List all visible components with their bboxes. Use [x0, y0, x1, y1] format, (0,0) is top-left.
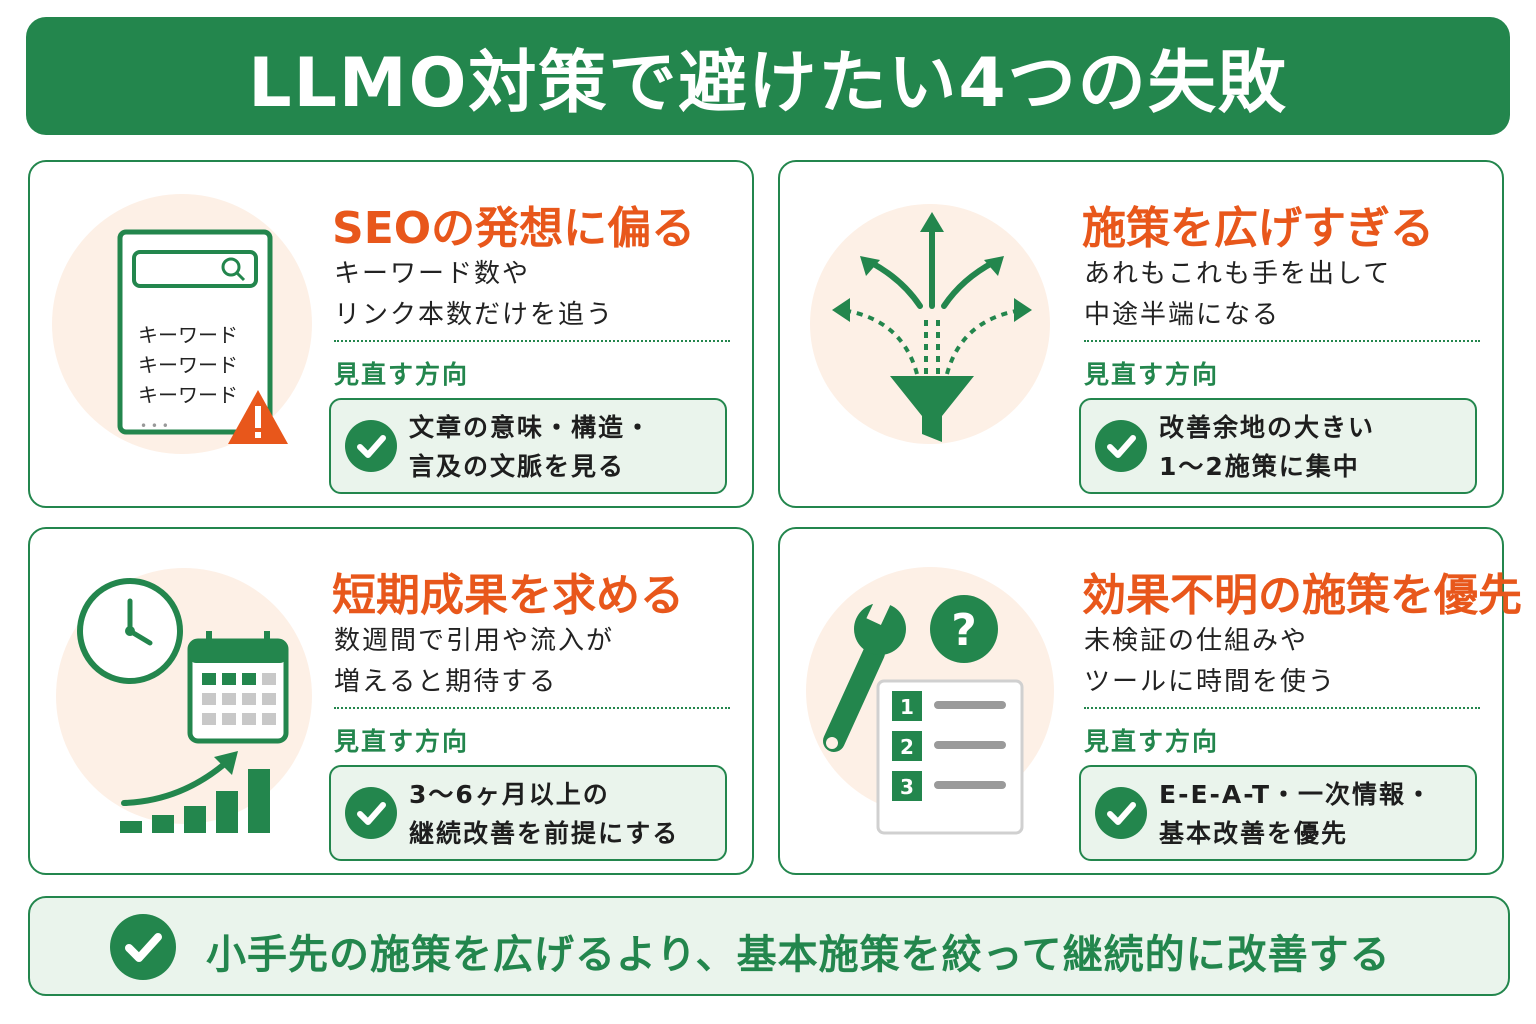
clock-calendar-growth-chart-icon — [56, 568, 312, 833]
review-label: 見直す方向 — [334, 727, 470, 756]
card-title: 短期成果を求める — [332, 570, 684, 621]
solution-text: 3〜6ヶ月以上の 継続改善を前提にする — [409, 780, 680, 848]
calendar-icon — [187, 631, 289, 744]
divider — [334, 707, 730, 709]
clock-icon — [77, 578, 183, 684]
keyword-item: キーワード — [138, 323, 238, 347]
check-icon — [110, 914, 176, 980]
solution-text: 文章の意味・構造・ 言及の文脈を見る — [409, 413, 653, 481]
card-description: キーワード数や リンク本数だけを追う — [334, 259, 615, 330]
checklist-icon: 1 2 3 — [876, 679, 1024, 835]
warning-icon — [228, 390, 288, 444]
svg-text:2: 2 — [900, 735, 914, 759]
card-description: あれもこれも手を出して 中途半端になる — [1084, 259, 1392, 330]
solution-box: 改善余地の大きい 1〜2施策に集中 — [1079, 398, 1477, 494]
solution-box: 文章の意味・構造・ 言及の文脈を見る — [329, 398, 727, 494]
wrench-icon — [823, 591, 906, 752]
card-title: 施策を広げすぎる — [1082, 203, 1434, 254]
solution-box: 3〜6ヶ月以上の 継続改善を前提にする — [329, 765, 727, 861]
failure-card-seo: キーワード キーワード キーワード • • • SEOの発想に偏る キーワード数… — [28, 160, 754, 508]
divider — [1084, 340, 1480, 342]
failure-card-unproven: ? 1 2 3 効果不明の施策を優先 未検証の仕組みや ツールに時間を使う 見直… — [778, 527, 1522, 875]
wrench-question-checklist-icon: ? 1 2 3 — [806, 567, 1054, 835]
solution-box: E-E-A-T・一次情報・ 基本改善を優先 — [1079, 765, 1477, 861]
check-icon — [345, 787, 397, 839]
review-label: 見直す方向 — [1084, 727, 1220, 756]
title-banner: LLMO対策で避けたい4つの失敗 — [26, 17, 1510, 135]
card-description: 未検証の仕組みや ツールに時間を使う — [1084, 626, 1337, 697]
page-title: LLMO対策で避けたい4つの失敗 — [248, 43, 1288, 123]
summary-banner: 小手先の施策を広げるより、基本施策を絞って継続的に改善する — [28, 896, 1510, 996]
failure-card-spread: 施策を広げすぎる あれもこれも手を出して 中途半端になる 見直す方向 改善余地の… — [778, 160, 1504, 508]
keyword-item: キーワード — [138, 353, 238, 377]
check-icon — [1095, 787, 1147, 839]
svg-text:3: 3 — [900, 775, 914, 799]
failure-card-short-term: 短期成果を求める 数週間で引用や流入が 増えると期待する 見直す方向 3〜6ヶ月… — [28, 527, 754, 875]
card-description: 数週間で引用や流入が 増えると期待する — [334, 626, 615, 697]
growth-chart-icon — [120, 751, 270, 833]
svg-text:?: ? — [951, 605, 977, 656]
question-icon: ? — [930, 595, 998, 663]
card-title: SEOの発想に偏る — [332, 203, 696, 254]
check-icon — [345, 420, 397, 472]
solution-text: E-E-A-T・一次情報・ 基本改善を優先 — [1159, 780, 1434, 848]
review-label: 見直す方向 — [334, 360, 470, 389]
check-icon — [1095, 420, 1147, 472]
review-label: 見直す方向 — [1084, 360, 1220, 389]
keyword-item: キーワード — [138, 383, 238, 407]
funnel-spreading-arrows-icon — [810, 204, 1050, 444]
search-keyword-warning-icon: キーワード キーワード キーワード • • • — [52, 194, 312, 454]
divider — [1084, 707, 1480, 709]
divider — [334, 340, 730, 342]
ellipsis: • • • — [140, 419, 169, 433]
svg-text:1: 1 — [900, 695, 914, 719]
summary-text: 小手先の施策を広げるより、基本施策を絞って継続的に改善する — [206, 932, 1391, 978]
card-title: 効果不明の施策を優先 — [1082, 570, 1522, 621]
solution-text: 改善余地の大きい 1〜2施策に集中 — [1159, 413, 1376, 481]
